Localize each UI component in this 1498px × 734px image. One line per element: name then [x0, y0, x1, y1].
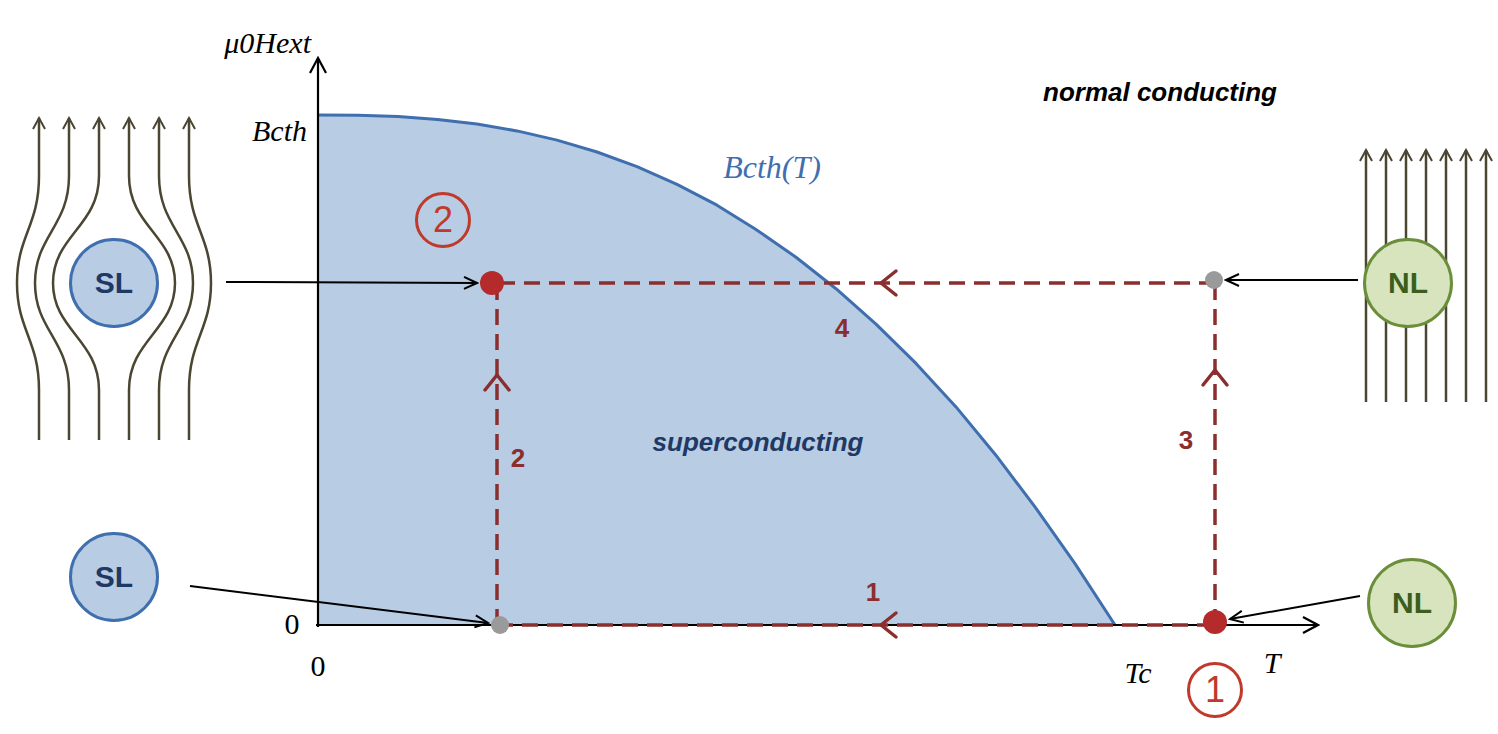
- state-number-circle: 2: [415, 192, 471, 248]
- path-number: 1: [866, 578, 880, 607]
- node-text: 2: [433, 202, 453, 238]
- node-circle: [1189, 664, 1242, 717]
- node-text: SL: [95, 268, 133, 298]
- y-axis: [317, 58, 319, 627]
- axis-tick-label: 0: [311, 649, 326, 682]
- label-anchor: 1: [866, 578, 880, 607]
- node-text: NL: [1388, 268, 1428, 298]
- dashed-paths: [497, 283, 1215, 625]
- region-label: superconducting: [653, 428, 864, 457]
- path-number: 3: [1179, 426, 1193, 455]
- superconductor-sample: SL: [69, 238, 159, 328]
- node-circle: [71, 534, 158, 621]
- node-circle: [1369, 560, 1456, 647]
- axis-title: T: [1264, 646, 1281, 679]
- node-text: NL: [1392, 588, 1432, 618]
- state-dot: [1205, 271, 1223, 289]
- state-dot: [1203, 610, 1227, 634]
- critical-field-curve: [318, 115, 1115, 625]
- label-anchor: 4: [835, 314, 849, 343]
- label-anchor: 0: [311, 649, 326, 682]
- node-text: 1: [1205, 672, 1225, 708]
- node-circle: [417, 194, 470, 247]
- node-text: SL: [95, 562, 133, 592]
- label-anchor: Bcth(T): [723, 150, 821, 185]
- superconducting-region: [318, 115, 1115, 625]
- state-dot: [491, 616, 509, 634]
- curve-label: Bcth(T): [723, 150, 821, 185]
- node-circle: [71, 240, 158, 327]
- label-anchor: 0: [285, 607, 300, 640]
- label-anchor: μ0Hext: [224, 26, 311, 59]
- path-number: 2: [511, 444, 525, 473]
- leader-arrows: [190, 280, 1360, 623]
- label-anchor: Bcth: [252, 114, 307, 147]
- axis-tick-label: 0: [285, 607, 300, 640]
- x-axis: [316, 624, 1318, 626]
- path-arrowheads: [485, 271, 1227, 637]
- region-label: normal conducting: [1043, 78, 1277, 107]
- label-anchor: normal conducting: [1043, 78, 1277, 107]
- state-number-circle: 1: [1187, 662, 1243, 718]
- normal-conductor-sample: NL: [1363, 238, 1453, 328]
- state-dot: [480, 271, 504, 295]
- label-anchor: 3: [1179, 426, 1193, 455]
- superconductor-sample: SL: [69, 532, 159, 622]
- label-anchor: 2: [511, 444, 525, 473]
- path-number: 4: [835, 314, 849, 343]
- axis-tick-label: Tc: [1124, 656, 1151, 689]
- node-circle: [1365, 240, 1452, 327]
- label-anchor: T: [1264, 646, 1281, 679]
- axis-title: μ0Hext: [224, 26, 311, 59]
- label-anchor: superconducting: [653, 428, 864, 457]
- expelled-field-lines: [17, 118, 211, 440]
- label-anchor: Tc: [1124, 656, 1151, 689]
- normal-conductor-sample: NL: [1367, 558, 1457, 648]
- axis-tick-label: Bcth: [252, 114, 307, 147]
